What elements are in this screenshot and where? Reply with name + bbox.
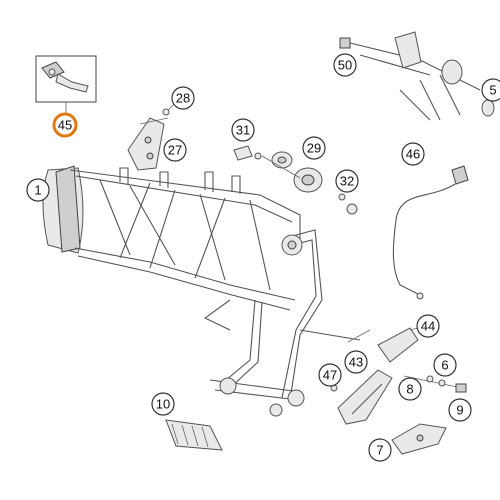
part-45-inset (35, 55, 97, 114)
callout-29: 29 (302, 136, 326, 160)
callout-44: 44 (416, 314, 440, 338)
slider-7 (391, 423, 447, 455)
callout-9: 9 (448, 398, 472, 422)
callout-47: 47 (318, 363, 342, 387)
callout-7: 7 (368, 438, 392, 462)
callout-32: 32 (335, 169, 359, 193)
callout-1-label: 1 (34, 183, 41, 198)
callout-5: 5 (481, 78, 500, 102)
callout-45-highlighted: 45 (52, 112, 78, 138)
callout-6: 6 (433, 353, 457, 377)
callout-1: 1 (26, 178, 50, 202)
footpeg-10 (165, 419, 223, 451)
callout-43: 43 (344, 350, 368, 374)
callout-28-label: 28 (176, 91, 190, 106)
main-frame (42, 165, 361, 417)
callout-32-label: 32 (340, 174, 354, 189)
callout-50-label: 50 (338, 58, 352, 73)
callout-5-label: 5 (489, 83, 496, 98)
callout-46: 46 (401, 142, 425, 166)
callout-31: 31 (231, 118, 255, 142)
callout-27-label: 27 (168, 143, 182, 158)
callout-7-label: 7 (376, 443, 383, 458)
chain-guide-parts (330, 327, 467, 425)
callout-8-label: 8 (406, 382, 413, 397)
callout-46-label: 46 (406, 147, 420, 162)
callout-9-label: 9 (456, 403, 463, 418)
part-50-subframe (339, 31, 495, 121)
callout-44-label: 44 (421, 319, 435, 334)
callout-45-label: 45 (58, 118, 72, 133)
callout-6-label: 6 (441, 358, 448, 373)
callout-43-label: 43 (349, 355, 363, 370)
callout-31-label: 31 (236, 123, 250, 138)
callout-50: 50 (333, 53, 357, 77)
bracket-27 (127, 108, 170, 171)
callout-27: 27 (163, 138, 187, 162)
callout-28: 28 (171, 86, 195, 110)
callout-47-label: 47 (323, 368, 337, 383)
cable-46 (392, 165, 469, 300)
parts-31-29-32 (233, 145, 358, 215)
callout-29-label: 29 (307, 141, 321, 156)
callout-8: 8 (398, 377, 422, 401)
callout-10: 10 (151, 392, 175, 416)
callout-10-label: 10 (156, 397, 170, 412)
